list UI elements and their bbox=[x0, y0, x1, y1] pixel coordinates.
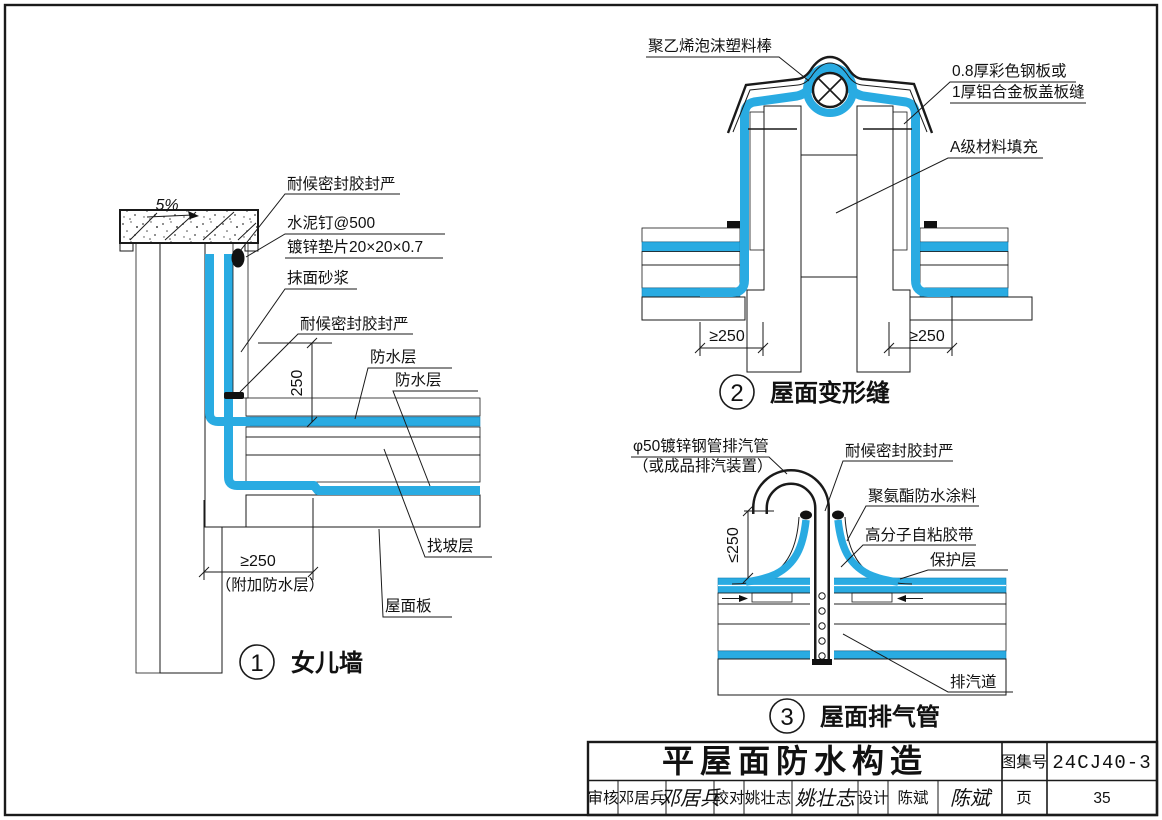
slope-arrow bbox=[188, 211, 199, 219]
designer-label: 设计 bbox=[857, 789, 888, 807]
designer-signature: 陈斌 bbox=[950, 788, 993, 810]
label-grade-a-fill: A级材料填充 bbox=[950, 138, 1038, 156]
joint-dim-left-text: ≥250 bbox=[709, 328, 745, 345]
label-sealant-top: 耐候密封胶封严 bbox=[287, 175, 396, 193]
checker-label: 校对 bbox=[713, 789, 744, 807]
vent-sealant-right bbox=[832, 510, 844, 520]
parapet-insulation bbox=[135, 242, 161, 674]
label-vent-pipe-1: φ50镀锌钢管排汽管 bbox=[633, 437, 769, 455]
label-slope-layer: 找坡层 bbox=[427, 537, 474, 555]
roof-structural-slab bbox=[245, 494, 481, 528]
vent-sealant-left bbox=[800, 510, 812, 520]
pipe-end-cap bbox=[812, 659, 832, 665]
checker-signature: 姚壮志 bbox=[795, 788, 858, 810]
cement-nail-washer bbox=[231, 248, 245, 268]
caption-parapet: 1 女儿墙 bbox=[239, 644, 363, 680]
dim-extra-note: （附加防水层） bbox=[216, 576, 325, 594]
label-washer: 镀锌垫片20×20×0.7 bbox=[287, 238, 423, 256]
caption-joint-title: 屋面变形缝 bbox=[770, 379, 890, 407]
roof-waterproof-layer-1 bbox=[245, 416, 481, 427]
page-label: 页 bbox=[1016, 790, 1032, 807]
page-border bbox=[3, 3, 1159, 817]
atlas-label: 图集号 bbox=[1001, 753, 1048, 771]
atlas-number: 24CJ40-3 bbox=[1052, 752, 1151, 774]
flashing-waterproof-1 bbox=[205, 254, 250, 426]
vent-labels: φ50镀锌钢管排汽管 （或成品排汽装置） 耐候密封胶封严 聚氨酯防水涂料 高分子… bbox=[631, 437, 1013, 693]
roof-leveling-layer bbox=[245, 426, 481, 438]
vent-dim bbox=[742, 505, 774, 584]
caption-joint: 2 屋面变形缝 bbox=[719, 374, 890, 410]
vapor-arrow-left bbox=[739, 595, 748, 602]
label-protection: 保护层 bbox=[930, 551, 977, 569]
flashing-waterproof-2 bbox=[224, 254, 480, 495]
caption-parapet-title: 女儿墙 bbox=[291, 649, 363, 677]
label-cover-line2: 1厚铝合金板盖板缝 bbox=[952, 83, 1085, 101]
joint-dim-right-text: ≥250 bbox=[909, 328, 945, 345]
roof-slope-layer bbox=[245, 436, 481, 456]
label-vent-pipe-2: （或成品排汽装置） bbox=[633, 457, 773, 475]
label-coating: 聚氨酯防水涂料 bbox=[868, 487, 977, 505]
page-number: 35 bbox=[1093, 790, 1110, 807]
sealant-bead bbox=[224, 392, 244, 399]
dim-250 bbox=[258, 337, 332, 428]
label-roof-slab: 屋面板 bbox=[385, 597, 432, 615]
dim-extra-text: ≥250 bbox=[240, 553, 276, 570]
caption-parapet-number: 1 bbox=[250, 650, 263, 677]
joint-left-curb bbox=[746, 105, 802, 373]
label-cover-line1: 0.8厚彩色钢板或 bbox=[952, 62, 1067, 80]
label-tape: 高分子自粘胶带 bbox=[865, 526, 974, 544]
label-channel: 排汽道 bbox=[950, 673, 997, 691]
detail-expansion-joint: ≥250 ≥250 聚乙烯泡沫塑料棒 0.8厚彩色钢板或 1厚铝合金板盖板缝 A… bbox=[641, 37, 1086, 410]
dim-250-text: 250 bbox=[289, 370, 306, 397]
joint-right-curb bbox=[856, 105, 911, 373]
parapet-labels: 耐候密封胶封严 水泥钉@500 镀锌垫片20×20×0.7 抹面砂浆 耐候密封胶… bbox=[239, 175, 492, 618]
label-mortar: 抹面砂浆 bbox=[287, 269, 349, 287]
label-waterproof-1: 防水层 bbox=[370, 348, 417, 366]
vent-flare-left bbox=[745, 519, 810, 586]
vapor-arrow-right bbox=[897, 595, 906, 602]
detail-vent-pipe: ≤250 φ50镀锌钢管排汽管 （或成品排汽装置） 耐候密封胶封严 聚氨酯防水涂… bbox=[631, 437, 1013, 734]
designer-name: 陈斌 bbox=[897, 789, 929, 807]
joint-dim-right bbox=[883, 296, 958, 356]
caption-vent-number: 3 bbox=[780, 704, 793, 731]
checker-name: 姚壮志 bbox=[745, 789, 792, 807]
joint-grade-a-fill bbox=[800, 154, 858, 278]
caption-joint-number: 2 bbox=[730, 380, 743, 407]
auditor-label: 审核 bbox=[587, 789, 618, 807]
auditor-signature: 邓居兵 bbox=[660, 788, 721, 810]
foam-rod-wrap bbox=[803, 63, 857, 117]
dim-extra-waterproof bbox=[198, 498, 319, 580]
slope-label: 5% bbox=[155, 197, 178, 214]
detail-parapet: 250 ≥250 （附加防水层） 5% 耐候密封胶封严 水泥钉@500 镀锌垫片… bbox=[119, 175, 492, 680]
roof-insulation-layer bbox=[245, 454, 481, 483]
label-cement-nail: 水泥钉@500 bbox=[287, 214, 375, 232]
label-vent-sealant: 耐候密封胶封严 bbox=[845, 442, 954, 460]
label-waterproof-2: 防水层 bbox=[395, 371, 442, 389]
roof-screed-layer bbox=[245, 397, 481, 417]
joint-dim-left bbox=[694, 322, 769, 356]
sheet-title: 平屋面防水构造 bbox=[662, 743, 928, 779]
caption-vent-title: 屋面排气管 bbox=[820, 703, 940, 731]
vent-dim-text: ≤250 bbox=[725, 527, 742, 563]
joint-cover-plate bbox=[726, 55, 934, 134]
joint-labels: 聚乙烯泡沫塑料棒 0.8厚彩色钢板或 1厚铝合金板盖板缝 A级材料填充 bbox=[646, 37, 1086, 214]
caption-vent: 3 屋面排气管 bbox=[769, 698, 940, 734]
vent-flare-right bbox=[834, 519, 899, 586]
label-foam-rod: 聚乙烯泡沫塑料棒 bbox=[648, 37, 773, 55]
title-block: 平屋面防水构造 图集号 24CJ40-3 审核 邓居兵 邓居兵 校对 姚壮志 姚… bbox=[586, 740, 1159, 817]
label-sealant-base: 耐候密封胶封严 bbox=[300, 315, 409, 333]
auditor-name: 邓居兵 bbox=[619, 789, 666, 807]
